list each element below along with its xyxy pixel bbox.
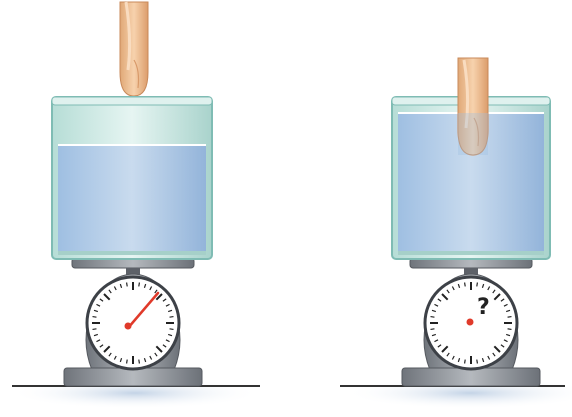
- dial-tick: [477, 360, 478, 364]
- right-scale-base: [402, 368, 540, 386]
- right-scale: ?: [402, 258, 540, 386]
- dial-tick: [465, 283, 466, 287]
- right-dial-question-mark: ?: [477, 295, 490, 320]
- dial-tick: [93, 329, 97, 330]
- left-scale: [64, 258, 202, 386]
- dial-tick: [431, 317, 435, 318]
- left-dial-pivot: [125, 323, 132, 330]
- left-finger: [120, 2, 148, 96]
- dial-tick: [139, 360, 140, 364]
- right-setup: ?: [340, 58, 572, 409]
- dial-tick: [508, 317, 512, 318]
- dial-tick: [139, 283, 140, 287]
- dial-tick: [170, 317, 174, 318]
- dial-tick: [170, 329, 174, 330]
- left-water: [58, 145, 206, 251]
- right-dial-pivot: [467, 319, 474, 326]
- left-scale-base: [64, 368, 202, 386]
- left-glass: [52, 97, 212, 259]
- dial-tick: [431, 329, 435, 330]
- dial-tick: [477, 283, 478, 287]
- right-finger: [458, 58, 488, 155]
- left-setup: [10, 2, 260, 409]
- dial-tick: [93, 317, 97, 318]
- dial-tick: [465, 360, 466, 364]
- dial-tick: [127, 283, 128, 287]
- dial-tick: [127, 360, 128, 364]
- dial-tick: [508, 329, 512, 330]
